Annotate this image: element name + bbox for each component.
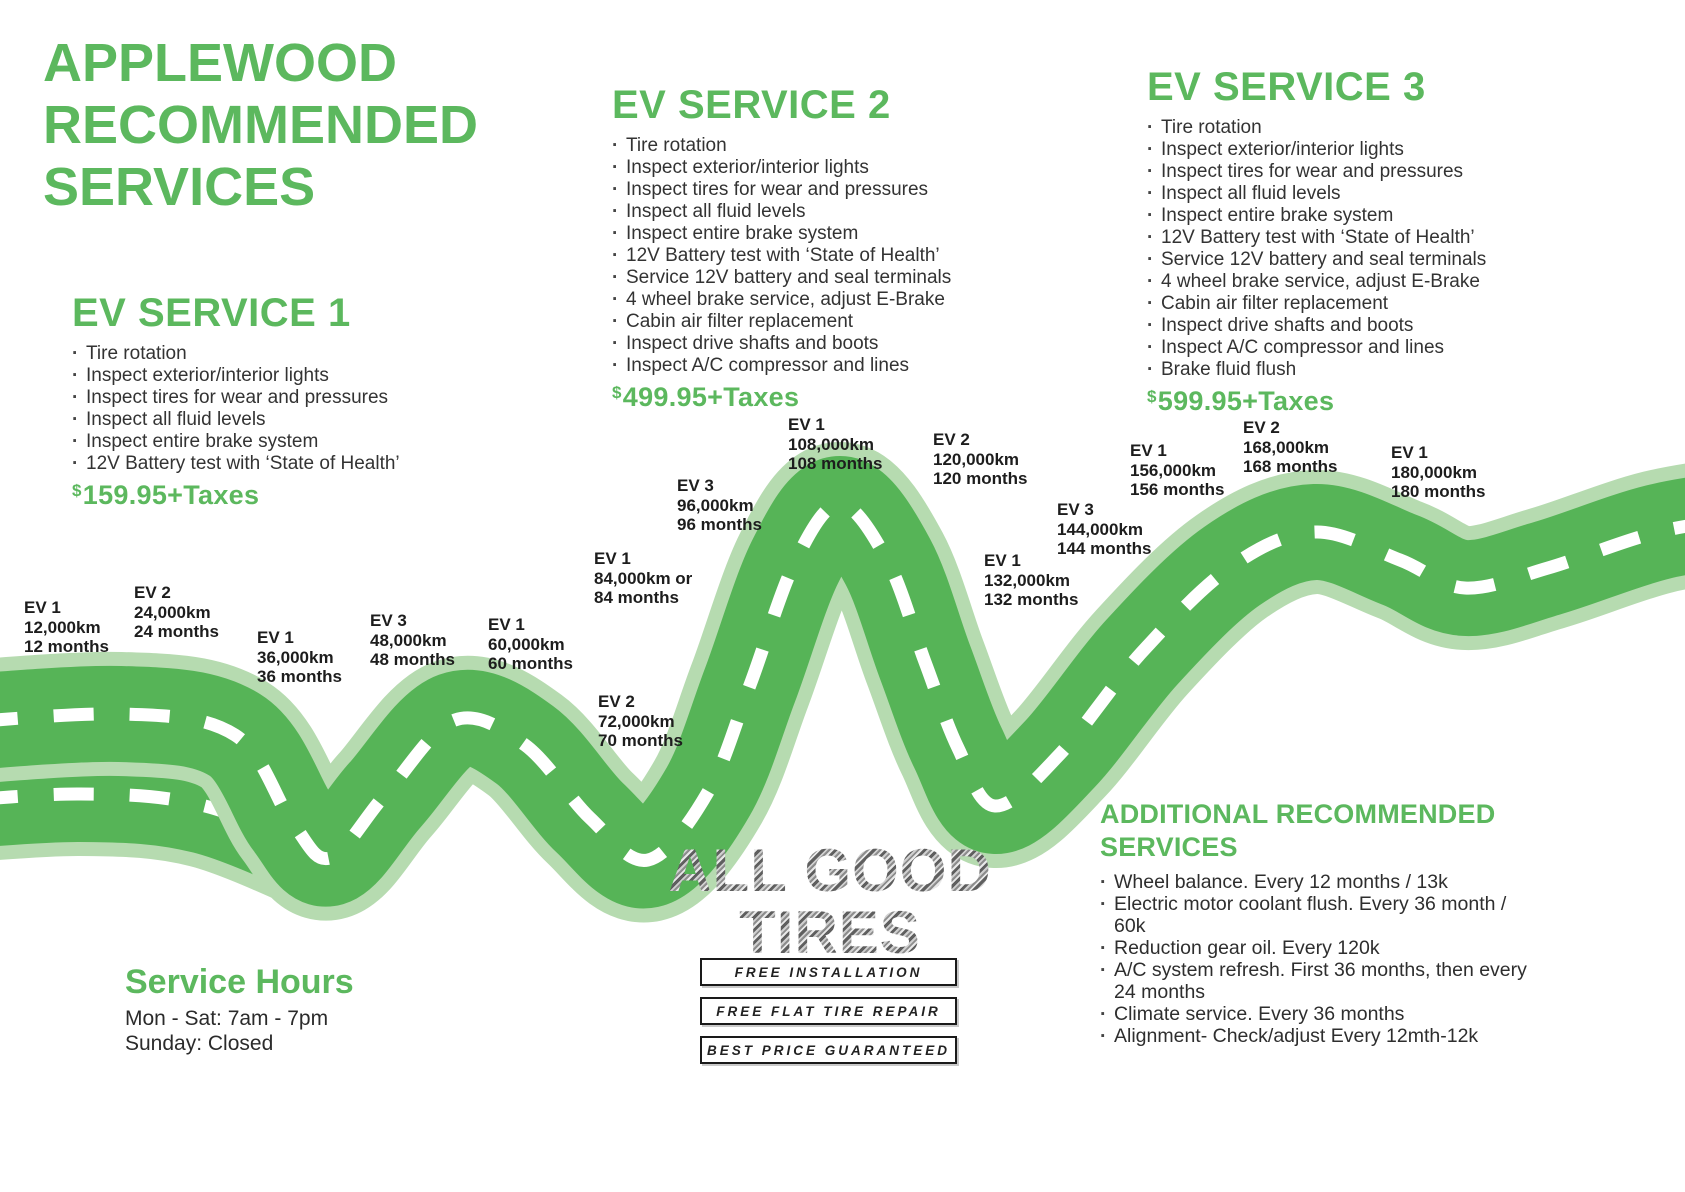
service-1-item: Inspect exterior/interior lights xyxy=(72,365,542,387)
service-2-item: Inspect entire brake system xyxy=(612,223,1032,245)
dollar-sign: $ xyxy=(1147,387,1157,406)
service-1-item: Inspect entire brake system xyxy=(72,431,542,453)
service-3-item: Inspect A/C compressor and lines xyxy=(1147,337,1577,359)
badge-free-flat-tire-repair: FREE FLAT TIRE REPAIR xyxy=(700,997,957,1025)
service-1-item: 12V Battery test with ‘State of Health’ xyxy=(72,453,542,475)
additional-service-item: Climate service. Every 36 months xyxy=(1100,1003,1536,1025)
service-3-price-value: 599.95+Taxes xyxy=(1157,386,1335,416)
service-2-item: Inspect drive shafts and boots xyxy=(612,333,1032,355)
service-2-title: EV SERVICE 2 xyxy=(612,83,891,127)
service-block-ev3: EV SERVICE 3 Tire rotationInspect exteri… xyxy=(1147,64,1577,417)
service-1-item: Tire rotation xyxy=(72,343,542,365)
service-3-item: 12V Battery test with ‘State of Health’ xyxy=(1147,227,1577,249)
service-block-ev2: EV SERVICE 2 Tire rotationInspect exteri… xyxy=(612,82,1032,413)
page-title: APPLEWOOD RECOMMENDED SERVICES xyxy=(43,33,479,217)
service-2-item: Inspect A/C compressor and lines xyxy=(612,355,1032,377)
service-1-price-value: 159.95+Taxes xyxy=(82,480,260,510)
road-surface xyxy=(0,456,1685,909)
service-1-price: $159.95+Taxes xyxy=(72,480,542,511)
additional-service-item: Wheel balance. Every 12 months / 13k xyxy=(1100,871,1536,893)
service-1-item: Inspect tires for wear and pressures xyxy=(72,387,542,409)
dollar-sign: $ xyxy=(72,481,82,500)
service-3-title: EV SERVICE 3 xyxy=(1147,65,1426,109)
service-1-title: EV SERVICE 1 xyxy=(72,291,351,335)
service-2-item: Cabin air filter replacement xyxy=(612,311,1032,333)
service-3-item: Inspect exterior/interior lights xyxy=(1147,139,1577,161)
additional-service-item: Reduction gear oil. Every 120k xyxy=(1100,937,1536,959)
service-3-item: 4 wheel brake service, adjust E-Brake xyxy=(1147,271,1577,293)
badge-best-price-guaranteed: BEST PRICE GUARANTEED xyxy=(700,1036,957,1064)
service-2-item: Tire rotation xyxy=(612,135,1032,157)
service-2-price-value: 499.95+Taxes xyxy=(622,382,800,412)
service-1-list: Tire rotationInspect exterior/interior l… xyxy=(72,343,542,475)
service-2-item: Service 12V battery and seal terminals xyxy=(612,267,1032,289)
dollar-sign: $ xyxy=(612,383,622,402)
service-2-item: Inspect all fluid levels xyxy=(612,201,1032,223)
service-3-item: Inspect all fluid levels xyxy=(1147,183,1577,205)
additional-services-title: ADDITIONAL RECOMMENDED SERVICES xyxy=(1100,799,1496,862)
service-2-list: Tire rotationInspect exterior/interior l… xyxy=(612,135,1032,377)
service-2-item: 4 wheel brake service, adjust E-Brake xyxy=(612,289,1032,311)
additional-service-item: Electric motor coolant flush. Every 36 m… xyxy=(1100,893,1536,937)
service-2-item: Inspect tires for wear and pressures xyxy=(612,179,1032,201)
additional-service-item: Alignment- Check/adjust Every 12mth-12k xyxy=(1100,1025,1536,1047)
service-3-price: $599.95+Taxes xyxy=(1147,386,1577,417)
logo-line-tires: TIRES xyxy=(640,902,1020,964)
service-3-item: Inspect drive shafts and boots xyxy=(1147,315,1577,337)
additional-services-list: Wheel balance. Every 12 months / 13kElec… xyxy=(1100,871,1536,1047)
service-3-item: Inspect tires for wear and pressures xyxy=(1147,161,1577,183)
additional-services: ADDITIONAL RECOMMENDED SERVICES Wheel ba… xyxy=(1100,798,1536,1047)
service-hours: Service Hours Mon - Sat: 7am - 7pm Sunda… xyxy=(125,962,354,1056)
road-switchback-centerline xyxy=(0,787,338,865)
service-3-item: Inspect entire brake system xyxy=(1147,205,1577,227)
service-3-item: Cabin air filter replacement xyxy=(1147,293,1577,315)
service-hours-weekdays: Mon - Sat: 7am - 7pm xyxy=(125,1007,329,1030)
service-2-price: $499.95+Taxes xyxy=(612,382,1032,413)
allgood-tires-logo: ALL GOOD TIRES xyxy=(640,840,1020,964)
service-hours-sunday: Sunday: Closed xyxy=(125,1032,274,1055)
badge-free-installation: FREE INSTALLATION xyxy=(700,958,957,986)
service-2-item: 12V Battery test with ‘State of Health’ xyxy=(612,245,1032,267)
service-3-item: Brake fluid flush xyxy=(1147,359,1577,381)
service-3-item: Service 12V battery and seal terminals xyxy=(1147,249,1577,271)
service-block-ev1: EV SERVICE 1 Tire rotationInspect exteri… xyxy=(72,290,542,511)
logo-line-allgood: ALL GOOD xyxy=(640,840,1020,902)
service-3-item: Tire rotation xyxy=(1147,117,1577,139)
additional-service-item: A/C system refresh. First 36 months, the… xyxy=(1100,959,1536,1003)
service-3-list: Tire rotationInspect exterior/interior l… xyxy=(1147,117,1577,381)
service-1-item: Inspect all fluid levels xyxy=(72,409,542,431)
service-2-item: Inspect exterior/interior lights xyxy=(612,157,1032,179)
service-hours-title: Service Hours xyxy=(125,963,354,1001)
